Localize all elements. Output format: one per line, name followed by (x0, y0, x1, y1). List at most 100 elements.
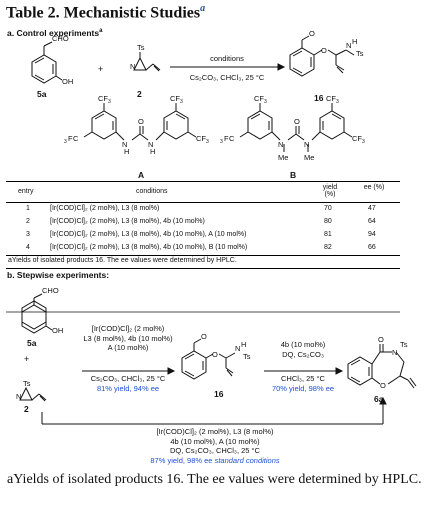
label-5a-a: 5a (37, 89, 47, 99)
section-a-heading-text: a. Control experiments (7, 28, 100, 38)
label-2-b: 2 (24, 404, 29, 414)
section-b-heading: b. Stepwise experiments: (7, 270, 110, 280)
table-row: 2 [Ir(COD)Cl]₂ (2 mol%), L3 (8 mol%), 4b… (6, 216, 400, 229)
row1-ee: 47 (368, 205, 376, 212)
svg-text:H: H (124, 147, 129, 156)
step1-line4: Cs₂CO₃, CHCl₃, 25 °C (90, 374, 166, 383)
structure-ligand-a (83, 103, 197, 141)
step2-below: CHCl₃, 25 °C 70% yield, 98% ee (262, 374, 344, 393)
row2-ee: 64 (368, 218, 376, 225)
o-6a: O (378, 335, 384, 344)
nh-a2: N (148, 140, 153, 149)
step1-conditions: [Ir(COD)Cl]₂ (2 mol%) L3 (8 mol%), 4b (1… (78, 324, 178, 353)
header-entry: entry (18, 188, 34, 195)
svg-text:3: 3 (206, 139, 209, 145)
label-2-a: 2 (137, 89, 142, 99)
table-title: Table 2. Mechanistic Studiesa (6, 3, 205, 22)
o-label-b: O (201, 332, 207, 341)
svg-text:3: 3 (64, 139, 67, 145)
svg-text:Me: Me (278, 153, 288, 162)
structure-5a (31, 41, 63, 84)
row1-conditions: [Ir(COD)Cl]₂ (2 mol%), L3 (8 mol%) (50, 205, 160, 212)
section-a-heading-mark: a (99, 28, 103, 35)
onepot-below: DQ, Cs₂CO₃, CHCl₃, 25 °C (120, 446, 310, 456)
svg-text:3: 3 (362, 139, 365, 145)
row2-entry: 2 (26, 218, 30, 225)
cf3-1: CF (98, 94, 108, 103)
table-row: 1 [Ir(COD)Cl]₂ (2 mol%), L3 (8 mol%) 70 … (6, 203, 400, 216)
row4-entry: 4 (26, 244, 30, 251)
o-ring-6a: O (380, 381, 386, 390)
table-title-text: Table 2. Mechanistic Studies (6, 4, 201, 22)
svg-text:C: C (73, 134, 79, 143)
svg-text:3: 3 (264, 99, 267, 105)
step2-line2: DQ, Cs₂CO₃ (282, 349, 324, 359)
svg-text:3: 3 (220, 139, 223, 145)
step2-conditions: 4b (10 mol%) DQ, Cs₂CO₃ (262, 340, 344, 359)
table-footnote-row: aYields of isolated products 16. The ee … (6, 256, 400, 269)
step1-below: Cs₂CO₃, CHCl₃, 25 °C 81% yield, 94% ee (78, 374, 178, 393)
o-ether-b: O (212, 350, 218, 359)
h-label-a: H (352, 37, 357, 46)
row4-conditions: [Ir(COD)Cl]₂ (2 mol%), L3 (8 mol%), 4b (… (50, 244, 248, 251)
step2-line1: 4b (10 mol%) (280, 340, 326, 349)
o-urea-a: O (138, 117, 144, 126)
ts-6a: Ts (400, 340, 408, 349)
o-urea-b: O (294, 117, 300, 126)
table-header-row: entry conditions yield (%) ee (%) (6, 184, 400, 203)
table-top-rule (6, 181, 400, 182)
row3-entry: 3 (26, 231, 30, 238)
ts-label-b: Ts (23, 379, 31, 388)
table-footnote: aYields of isolated products 16. The ee … (8, 257, 237, 264)
cf3-8: CF (352, 134, 362, 143)
cf3-5: CF (254, 94, 264, 103)
cf3-2: F (68, 134, 73, 143)
onepot-note: standard conditions (214, 456, 280, 465)
structure-2 (133, 52, 161, 72)
row4-yield: 82 (324, 244, 332, 251)
row3-yield: 81 (324, 231, 332, 238)
onepot-result: 87% yield, 98% ee standard conditions (120, 456, 310, 466)
label-ligand-a: A (138, 170, 145, 180)
cf3-4: CF (196, 134, 206, 143)
conditions-table: entry conditions yield (%) ee (%) 1 [Ir(… (6, 184, 400, 269)
n-b2: N (304, 140, 309, 149)
label-6a: 6a (374, 394, 384, 404)
nh-label-b: N (235, 344, 240, 353)
oh-label-b: OH (52, 326, 63, 335)
ts-label-a: Ts (137, 43, 145, 52)
cf3-7: CF (326, 94, 336, 103)
structure-16-a (289, 35, 355, 77)
header-yield: yield (%) (322, 184, 338, 198)
n-b1: N (278, 140, 283, 149)
page-footnote-text: aYields of isolated products 16. The ee … (7, 472, 422, 487)
n-6a: N (392, 348, 397, 357)
o-label-a: O (309, 29, 315, 38)
arrow-a-bottom: Cs₂CO₃, CHCl₃, 25 °C (189, 73, 265, 82)
onepot-line2: 4b (10 mol%), A (10 mol%) (170, 436, 260, 446)
structure-ligand-b (239, 103, 353, 152)
step1-line3: A (10 mol%) (107, 343, 149, 352)
header-conditions: conditions (136, 188, 168, 195)
step1-result: 81% yield, 94% ee (96, 383, 160, 393)
cf3-6: F (224, 134, 229, 143)
table-row: 3 [Ir(COD)Cl]₂ (2 mol%), L3 (8 mol%), 4b… (6, 229, 400, 242)
row1-entry: 1 (26, 205, 30, 212)
table-row: 4 [Ir(COD)Cl]₂ (2 mol%), L3 (8 mol%), 4b… (6, 242, 400, 256)
oh-label-a: OH (62, 77, 73, 86)
row3-ee: 94 (368, 231, 376, 238)
n-label-b: N (16, 392, 21, 401)
onepot-result-text: 87% yield, 98% ee (150, 456, 213, 465)
o-ether-a: O (321, 46, 327, 55)
label-16-a: 16 (314, 93, 324, 103)
row2-conditions: [Ir(COD)Cl]₂ (2 mol%), L3 (8 mol%), 4b (… (50, 218, 205, 225)
step2-result: 70% yield, 98% ee (271, 383, 335, 393)
label-5a-b: 5a (27, 338, 37, 348)
cf3-3: CF (170, 94, 180, 103)
svg-text:H: H (150, 147, 155, 156)
svg-text:C: C (229, 134, 235, 143)
row3-conditions: [Ir(COD)Cl]₂ (2 mol%), L3 (8 mol%), 4b (… (50, 231, 247, 238)
step1-line2: L3 (8 mol%), 4b (10 mol%) (83, 333, 173, 343)
svg-text:H: H (241, 340, 246, 349)
